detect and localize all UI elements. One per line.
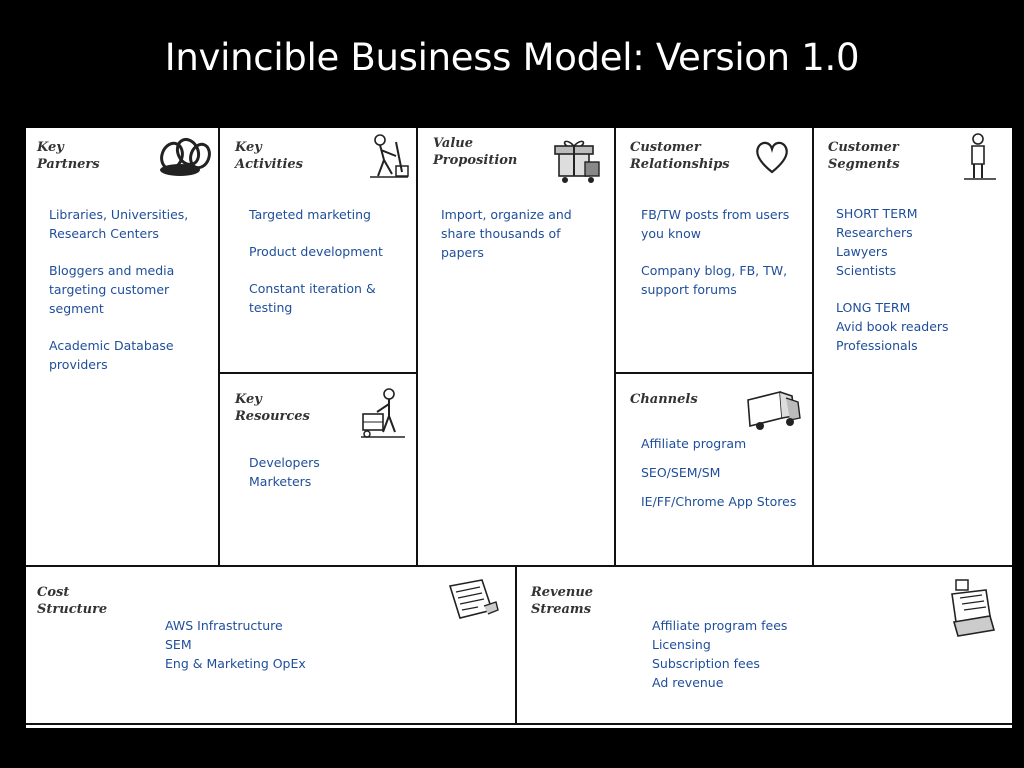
key-partners-content: Libraries, Universities, Research Center… xyxy=(49,205,209,392)
customer-relationships-content: FB/TW posts from users you know Company … xyxy=(641,205,801,317)
customer-relationships-heading: Customer Relationships xyxy=(630,140,730,172)
divider-partners-activities xyxy=(218,128,220,566)
divider-top-bottom xyxy=(26,565,1012,567)
divider-value-relationships xyxy=(614,128,616,566)
key-partners-item: Academic Database providers xyxy=(49,338,174,372)
revenue-streams-line: Affiliate program fees xyxy=(652,618,788,633)
channels-item: Affiliate program xyxy=(641,436,747,451)
delivery-truck-icon xyxy=(747,390,801,430)
customer-segments-group-label: LONG TERM xyxy=(836,300,911,315)
channels-heading: Channels xyxy=(630,392,698,407)
value-proposition-content: Import, organize and share thousands of … xyxy=(441,205,601,280)
key-resources-content: Developers Marketers xyxy=(249,453,409,491)
cost-structure-line: Eng & Marketing OpEx xyxy=(165,656,306,671)
revenue-streams-line: Ad revenue xyxy=(652,675,724,690)
cost-structure-heading: Cost Structure xyxy=(37,585,108,617)
channels-content: Affiliate program SEO/SEM/SM IE/FF/Chrom… xyxy=(641,434,801,521)
customer-segments-line: Avid book readers xyxy=(836,319,949,334)
heart-icon xyxy=(756,141,788,174)
invoice-paper-icon xyxy=(448,579,499,619)
key-resources-heading: Key Resources xyxy=(235,392,310,424)
key-partners-item: Libraries, Universities, Research Center… xyxy=(49,207,189,241)
business-model-canvas: Key Partners Libraries, Universities, Re… xyxy=(26,128,1012,728)
worker-with-crate-icon xyxy=(361,388,405,438)
divider-activities-value xyxy=(416,128,418,566)
customer-segments-heading: Customer Segments xyxy=(828,140,900,172)
customer-segments-line: Scientists xyxy=(836,263,897,278)
key-partners-heading: Key Partners xyxy=(37,140,100,172)
key-activities-item: Targeted marketing xyxy=(249,207,371,222)
divider-relationships-segments xyxy=(812,128,814,566)
customer-segments-line: Lawyers xyxy=(836,244,888,259)
key-activities-content: Targeted marketing Product development C… xyxy=(249,205,409,335)
revenue-streams-line: Subscription fees xyxy=(652,656,760,671)
customer-relationships-item: Company blog, FB, TW, support forums xyxy=(641,263,788,297)
key-activities-heading: Key Activities xyxy=(235,140,303,172)
key-partners-item: Bloggers and media targeting customer se… xyxy=(49,263,175,316)
customer-segments-content: SHORT TERM Researchers Lawyers Scientist… xyxy=(836,204,1006,373)
divider-activities-resources xyxy=(219,372,417,374)
value-proposition-heading: Value Proposition xyxy=(433,136,518,168)
customer-segments-line: Researchers xyxy=(836,225,913,240)
worker-digging-icon xyxy=(370,134,409,178)
revenue-streams-heading: Revenue Streams xyxy=(531,585,594,617)
revenue-streams-content: Affiliate program fees Licensing Subscri… xyxy=(652,616,952,692)
chain-links-icon xyxy=(160,137,211,176)
person-icon xyxy=(964,133,996,180)
key-resources-line: Marketers xyxy=(249,474,312,489)
divider-relationships-channels xyxy=(615,372,813,374)
cost-structure-content: AWS Infrastructure SEM Eng & Marketing O… xyxy=(165,616,465,673)
cost-structure-line: SEM xyxy=(165,637,192,652)
revenue-streams-line: Licensing xyxy=(652,637,711,652)
slide-title: Invincible Business Model: Version 1.0 xyxy=(164,36,860,79)
divider-bottom-edge xyxy=(26,723,1012,725)
channels-item: IE/FF/Chrome App Stores xyxy=(641,494,797,509)
key-resources-line: Developers xyxy=(249,455,320,470)
divider-cost-revenue xyxy=(515,566,517,724)
cost-structure-line: AWS Infrastructure xyxy=(165,618,283,633)
key-activities-item: Constant iteration & testing xyxy=(249,281,376,315)
cash-register-icon xyxy=(951,579,996,637)
gift-box-icon xyxy=(554,140,600,183)
key-activities-item: Product development xyxy=(249,244,383,259)
customer-segments-group-label: SHORT TERM xyxy=(836,206,918,221)
channels-item: SEO/SEM/SM xyxy=(641,465,721,480)
customer-relationships-item: FB/TW posts from users you know xyxy=(641,207,790,241)
customer-segments-line: Professionals xyxy=(836,338,918,353)
value-proposition-item: Import, organize and share thousands of … xyxy=(441,207,572,260)
